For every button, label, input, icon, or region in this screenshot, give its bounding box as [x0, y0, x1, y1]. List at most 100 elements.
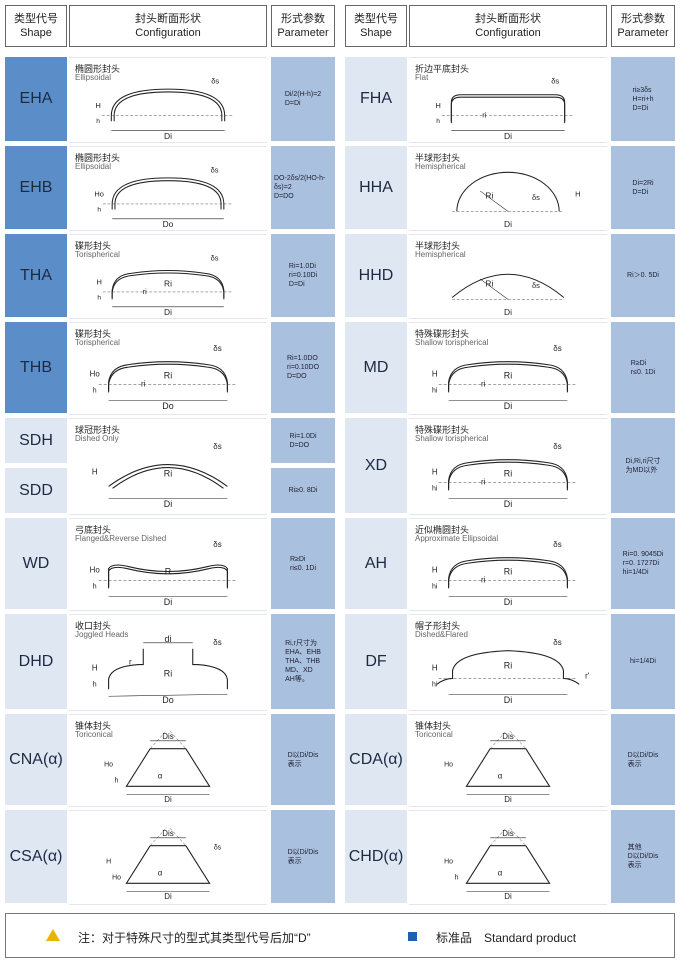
- shape-code: FHA: [345, 57, 407, 141]
- dimension-label: Ri: [164, 468, 172, 478]
- dimension-label: δs: [211, 165, 219, 174]
- header-param-zh: 形式参数: [621, 13, 665, 25]
- shape-code: CHD(α): [345, 810, 407, 903]
- dimension-label: Ri: [504, 468, 512, 478]
- parameter-cell: D以Di/Dis 表示: [271, 714, 335, 805]
- parameter-cell: D以Di/Dis 表示: [611, 714, 675, 805]
- dimension-label: hi: [432, 485, 438, 492]
- head-name-zh: 半球形封头: [415, 153, 461, 163]
- head-name-en: Hemispherical: [415, 250, 466, 259]
- dimension-label: H: [92, 468, 98, 477]
- dimension-label: Do: [162, 695, 173, 705]
- dimension-label: Di: [504, 795, 512, 804]
- head-name-en: Toriconical: [415, 730, 453, 739]
- dimension-label: Ri: [164, 370, 172, 380]
- dimension-label: Ri: [164, 668, 172, 678]
- dimension-label: H: [575, 190, 580, 199]
- dimension-label: Di: [504, 499, 512, 509]
- shape-code: CNA(α): [5, 714, 67, 805]
- dimension-label: Di: [164, 499, 172, 509]
- dimension-label: Ri: [504, 370, 512, 380]
- head-name-en: Torispherical: [75, 338, 120, 347]
- head-name-zh: 近似椭圆封头: [415, 525, 470, 535]
- header-shape-en: Shape: [20, 27, 52, 39]
- dimension-label: δs: [553, 638, 561, 647]
- shape-code: THB: [5, 322, 67, 413]
- dimension-label: h: [455, 874, 459, 881]
- shape-code: SDD: [5, 468, 67, 513]
- shape-code: DF: [345, 614, 407, 709]
- dimension-label: Do: [163, 219, 174, 229]
- head-name-zh: 碟形封头: [75, 241, 112, 251]
- dimension-label: H: [432, 468, 438, 477]
- head-name-en: Shallow torispherical: [415, 338, 489, 347]
- dimension-label: Dis: [502, 732, 513, 741]
- dimension-label: H: [432, 370, 438, 379]
- warning-icon: [46, 929, 60, 941]
- shape-code: CDA(α): [345, 714, 407, 805]
- dimension-label: δs: [553, 442, 561, 451]
- dimension-label: Di: [504, 131, 512, 141]
- dimension-label: hi: [432, 583, 438, 590]
- dimension-label: δs: [213, 638, 221, 647]
- dimension-label: Ho: [444, 762, 453, 769]
- dimension-label: H: [95, 101, 100, 110]
- dimension-label: α: [498, 771, 503, 780]
- header-config-en: Configuration: [135, 27, 201, 39]
- head-name-en: Ellipsoidal: [75, 73, 112, 82]
- dimension-label: Dis: [162, 829, 173, 838]
- parameter-cell: R≥Di ri≤0. 1Di: [271, 518, 335, 609]
- dimension-label: δs: [532, 281, 540, 290]
- header-param-en: Parameter: [277, 27, 329, 39]
- dimension-label: H: [106, 859, 111, 866]
- dimension-label: hi: [432, 681, 438, 688]
- dimension-label: Di: [164, 795, 172, 804]
- shape-code: HHD: [345, 234, 407, 317]
- parameter-cell: Ri=1.0Di ri=0.10Di D=Di: [271, 234, 335, 317]
- dimension-label: di: [165, 634, 172, 644]
- dimension-label: Dis: [162, 732, 173, 741]
- head-name-zh: 椭圆形封头: [75, 153, 121, 163]
- dimension-label: Di: [164, 597, 172, 607]
- dimension-label: α: [498, 868, 503, 877]
- dimension-label: Ho: [90, 370, 101, 379]
- dimension-label: Di: [164, 892, 172, 901]
- dimension-label: ri: [141, 379, 146, 388]
- header-config-zh: 封头断面形状: [475, 13, 541, 25]
- dimension-label: δs: [532, 193, 540, 202]
- head-name-en: Toriconical: [75, 730, 113, 739]
- head-name-zh: 弓底封头: [75, 525, 112, 535]
- dimension-label: ri: [481, 477, 486, 486]
- dimension-label: Di: [504, 219, 512, 229]
- parameter-cell: Ri=1.0Di D=DO: [271, 418, 335, 463]
- shape-code: HHA: [345, 146, 407, 229]
- head-name-en: Torispherical: [75, 250, 120, 259]
